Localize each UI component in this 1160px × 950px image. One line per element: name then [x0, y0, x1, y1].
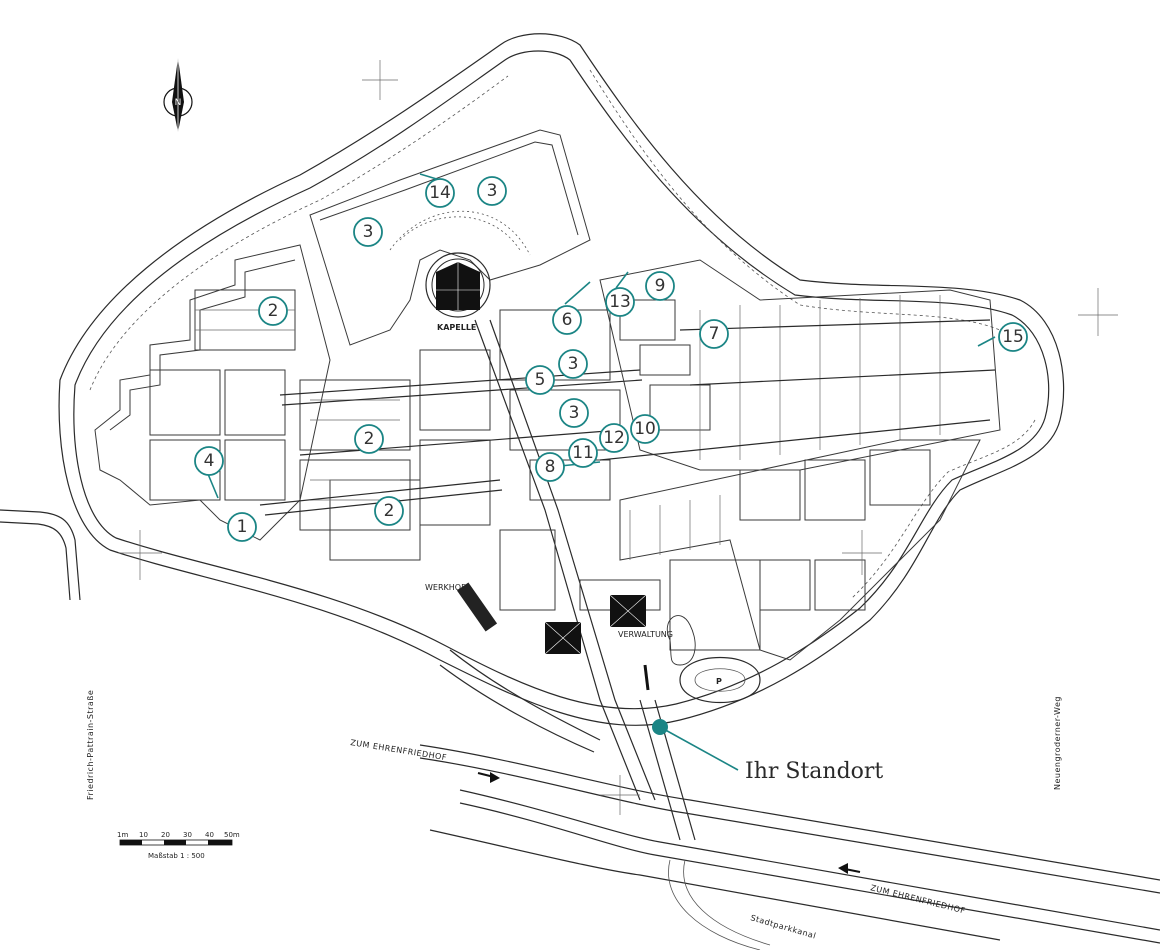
marker-5-label: 5 — [535, 370, 546, 390]
marker-3d-label: 3 — [569, 403, 580, 423]
marker-14[interactable]: 14 — [425, 178, 455, 208]
marker-11[interactable]: 11 — [568, 438, 598, 468]
marker-10-label: 10 — [634, 419, 656, 439]
marker-2a-label: 2 — [268, 301, 279, 321]
marker-2b[interactable]: 2 — [354, 424, 384, 454]
werkhof-building — [544, 621, 582, 655]
scale-bar: 1m 10 20 30 40 50m Maßstab 1 : 500 — [117, 831, 240, 860]
marker-13-label: 13 — [609, 292, 631, 312]
marker-leaders — [207, 173, 996, 499]
scale-tick-5: 50m — [224, 831, 240, 839]
marker-13[interactable]: 13 — [605, 287, 635, 317]
canal-label: Stadtparkkanal — [749, 913, 817, 940]
marker-2a[interactable]: 2 — [258, 296, 288, 326]
marker-3d[interactable]: 3 — [559, 398, 589, 428]
marker-7-label: 7 — [709, 324, 720, 344]
marker-2b-label: 2 — [364, 429, 375, 449]
marker-14-label: 14 — [429, 183, 451, 203]
scale-tick-0: 1m — [117, 831, 128, 839]
marker-15-label: 15 — [1002, 327, 1024, 347]
marker-6[interactable]: 6 — [552, 305, 582, 335]
marker-9-label: 9 — [655, 276, 666, 296]
marker-1[interactable]: 1 — [227, 512, 257, 542]
marker-7[interactable]: 7 — [699, 319, 729, 349]
marker-12-label: 12 — [603, 428, 625, 448]
parking-label: P — [716, 677, 722, 686]
marker-4-label: 4 — [204, 451, 215, 471]
administration-building — [609, 594, 647, 628]
werkhof-label: WERKHOF — [425, 583, 466, 592]
marker-3c[interactable]: 3 — [558, 349, 588, 379]
scale-tick-1: 10 — [139, 831, 148, 839]
ehrenfriedhof-label-bottom: ZUM EHRENFRIEDHOF — [870, 883, 967, 915]
marker-1-label: 1 — [237, 517, 248, 537]
north-arrow-icon: N — [163, 58, 193, 132]
road-label-right: Neuengroderner-Weg — [1053, 696, 1062, 790]
grid-crosshairs — [118, 60, 1118, 815]
standort-label: Ihr Standort — [745, 759, 883, 784]
marker-10[interactable]: 10 — [630, 414, 660, 444]
ehrenfriedhof-label-top: ZUM EHRENFRIEDHOF — [350, 738, 448, 762]
marker-5[interactable]: 5 — [525, 365, 555, 395]
marker-4[interactable]: 4 — [194, 446, 224, 476]
scale-tick-4: 40 — [205, 831, 214, 839]
marker-8[interactable]: 8 — [535, 452, 565, 482]
current-location: Ihr Standort — [652, 719, 883, 784]
marker-9[interactable]: 9 — [645, 271, 675, 301]
left-approach-road — [0, 509, 81, 601]
road-label-left: Friedrich-Pattrain-Straße — [86, 690, 95, 800]
parking-area — [679, 656, 761, 704]
marker-3b[interactable]: 3 — [477, 176, 507, 206]
marker-3a-label: 3 — [363, 222, 374, 242]
marker-3b-label: 3 — [487, 181, 498, 201]
lower-roads — [419, 699, 1160, 950]
chapel-building — [425, 252, 491, 318]
marker-15[interactable]: 15 — [998, 322, 1028, 352]
marker-3a[interactable]: 3 — [353, 217, 383, 247]
marker-11-label: 11 — [572, 443, 594, 463]
scale-tick-2: 20 — [161, 831, 170, 839]
outer-boundary — [58, 33, 1065, 726]
marker-3c-label: 3 — [568, 354, 579, 374]
svg-text:N: N — [175, 98, 182, 108]
scale-caption: Maßstab 1 : 500 — [148, 852, 205, 860]
marker-2c-label: 2 — [384, 501, 395, 521]
marker-12[interactable]: 12 — [599, 423, 629, 453]
location-dot-icon — [652, 719, 668, 735]
marker-6-label: 6 — [562, 310, 573, 330]
marker-8-label: 8 — [545, 457, 556, 477]
marker-2c[interactable]: 2 — [374, 496, 404, 526]
scale-tick-3: 30 — [183, 831, 192, 839]
verwaltung-label: VERWALTUNG — [618, 630, 673, 639]
chapel-label: KAPELLE — [437, 323, 476, 332]
